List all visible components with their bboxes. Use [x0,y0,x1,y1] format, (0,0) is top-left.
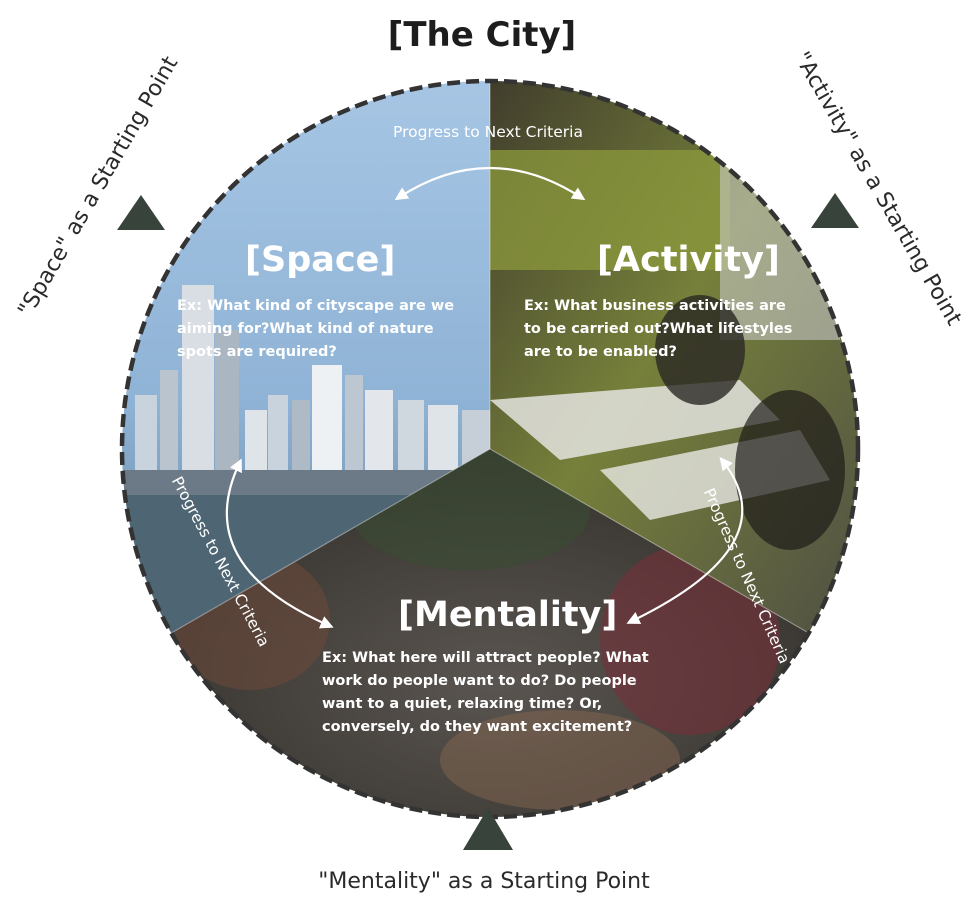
space-description: Ex: What kind of cityscape are we aiming… [177,298,459,360]
progress-arrows [225,167,744,629]
progress-arrow-left [225,458,334,629]
mentality-description: Ex: What here will attract people? What … [322,650,654,735]
mentality-description-line: want to a quiet, relaxing time? Or, [322,696,602,712]
space-heading: [Space] [245,240,395,280]
activity-heading: [Activity] [597,240,780,280]
space-start-marker [117,195,165,230]
mentality-description-line: conversely, do they want excitement? [322,719,632,735]
mentality-description-line: work do people want to do? Do people [322,673,637,689]
activity-description-line: to be carried out?What lifestyles [524,321,792,337]
progress-arrow-right [626,456,744,624]
space-start-label: "Space" as a Starting Point [14,52,184,321]
activity-description-line: are to be enabled? [524,344,677,360]
space-description-line: aiming for?What kind of nature [177,321,434,337]
progress-label-top: Progress to Next Criteria [393,123,583,141]
space-description-line: Ex: What kind of cityscape are we [177,298,454,314]
mentality-start-marker [463,808,513,850]
progress-arrow-top [394,167,586,201]
mentality-start-label: "Mentality" as a Starting Point [318,869,650,894]
mentality-description-line: Ex: What here will attract people? What [322,650,649,666]
diagram-title: [The City] [388,15,576,55]
space-description-line: spots are required? [177,344,337,360]
activity-description-line: Ex: What business activities are [524,298,786,314]
mentality-heading: [Mentality] [398,595,617,635]
activity-start-marker [811,193,859,228]
activity-description: Ex: What business activities are to be c… [524,298,797,360]
